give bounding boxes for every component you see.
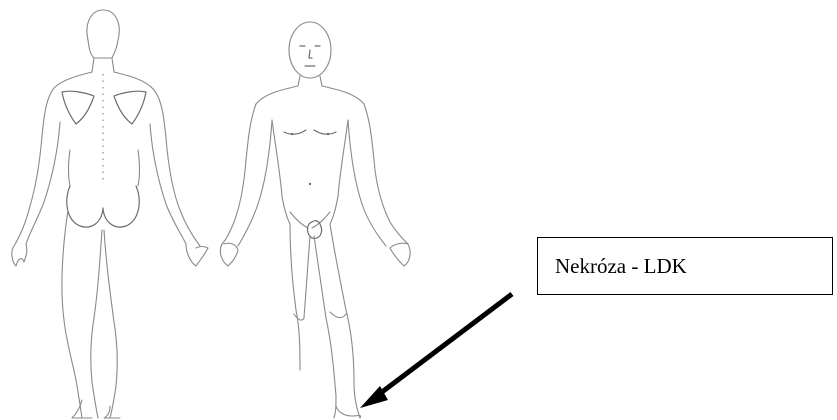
front-hand-right bbox=[390, 243, 410, 266]
front-leg-left-inner bbox=[304, 236, 310, 318]
front-nipple-right bbox=[327, 133, 329, 135]
back-neck bbox=[92, 58, 114, 72]
back-hand-right bbox=[186, 244, 208, 266]
front-nipple-left bbox=[291, 133, 293, 135]
front-hand-left bbox=[220, 243, 238, 266]
front-navel bbox=[309, 183, 311, 185]
back-leg-right bbox=[104, 230, 117, 418]
annotation-label-text: Nekróza - LDK bbox=[555, 254, 687, 279]
front-leg-right-outer bbox=[330, 224, 360, 418]
annotation-label-box: Nekróza - LDK bbox=[537, 237, 833, 295]
front-nose bbox=[309, 50, 312, 58]
back-scapula-left bbox=[62, 91, 94, 124]
body-front-view bbox=[220, 22, 410, 418]
front-pelvis bbox=[290, 212, 330, 228]
back-hand-left bbox=[12, 244, 27, 266]
back-waist bbox=[69, 150, 140, 186]
arrow-shaft bbox=[378, 294, 512, 395]
front-leg-left-outer bbox=[290, 224, 300, 370]
front-leg-right-inner bbox=[314, 236, 336, 418]
front-arm-right-inner bbox=[348, 120, 386, 246]
back-leg-left-inner bbox=[91, 230, 102, 418]
front-torso-left bbox=[272, 120, 290, 224]
back-leg-left bbox=[62, 210, 82, 418]
back-arm-left-inner bbox=[26, 122, 60, 244]
back-scapula-right bbox=[114, 91, 146, 124]
annotation-arrow bbox=[360, 294, 512, 408]
body-back-view bbox=[12, 10, 208, 418]
back-torso-left bbox=[14, 72, 92, 246]
front-knees bbox=[294, 312, 346, 320]
back-buttocks bbox=[67, 186, 139, 227]
back-arm-right-inner bbox=[150, 124, 186, 244]
front-shoulders bbox=[256, 86, 364, 104]
back-head bbox=[87, 10, 119, 58]
back-torso-right bbox=[114, 72, 200, 246]
front-torso-right bbox=[330, 120, 348, 224]
